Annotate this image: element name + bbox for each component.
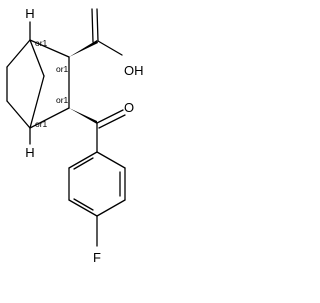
bond-c1-c6	[6, 39, 31, 68]
fluorine-label: F	[93, 250, 101, 265]
bond-c7-c4	[29, 75, 45, 129]
bond-c5-c4	[6, 100, 31, 129]
wedge-bond-c2-carboxyl	[69, 40, 98, 57]
wedge-bond-c3-ketone	[69, 108, 97, 124]
ring-inner-bond-c	[73, 157, 94, 170]
ring-bond-4	[68, 199, 98, 217]
stereo-label-c1: or1	[35, 38, 48, 48]
h-top-label: H	[25, 6, 34, 21]
ring-bond-6	[68, 151, 98, 169]
stereo-label-c2: or1	[56, 64, 69, 74]
carbonyl-oxygen-label: O	[124, 100, 134, 115]
bond-c1-c2	[29, 39, 70, 58]
bond-carboxyl-carbonyl-a	[96, 8, 99, 42]
bond-ketone-oxygen-b	[98, 114, 126, 129]
stereo-label-c4: or1	[35, 119, 48, 129]
bond-c1-c7	[29, 39, 45, 77]
bond-c3-c4	[29, 107, 70, 129]
ring-inner-bond-b	[73, 198, 94, 211]
bond-ketone-oxygen-a	[96, 109, 124, 124]
bond-carboxyl-hydroxyl	[97, 40, 123, 56]
fluorophenyl-ring	[68, 151, 126, 217]
bicyclic-core	[6, 39, 70, 129]
hydroxyl-label: OH	[124, 63, 144, 78]
h-bottom-label: H	[25, 145, 34, 160]
molecule-svg: H H OH O F or1 o	[6, 6, 144, 265]
ring-bond-1	[96, 151, 126, 169]
ring-bond-3	[96, 199, 126, 217]
stereo-label-c3: or1	[56, 95, 69, 105]
structure-diagram: H H OH O F or1 o	[0, 0, 161, 298]
bond-carboxyl-carbonyl-b	[91, 8, 94, 43]
